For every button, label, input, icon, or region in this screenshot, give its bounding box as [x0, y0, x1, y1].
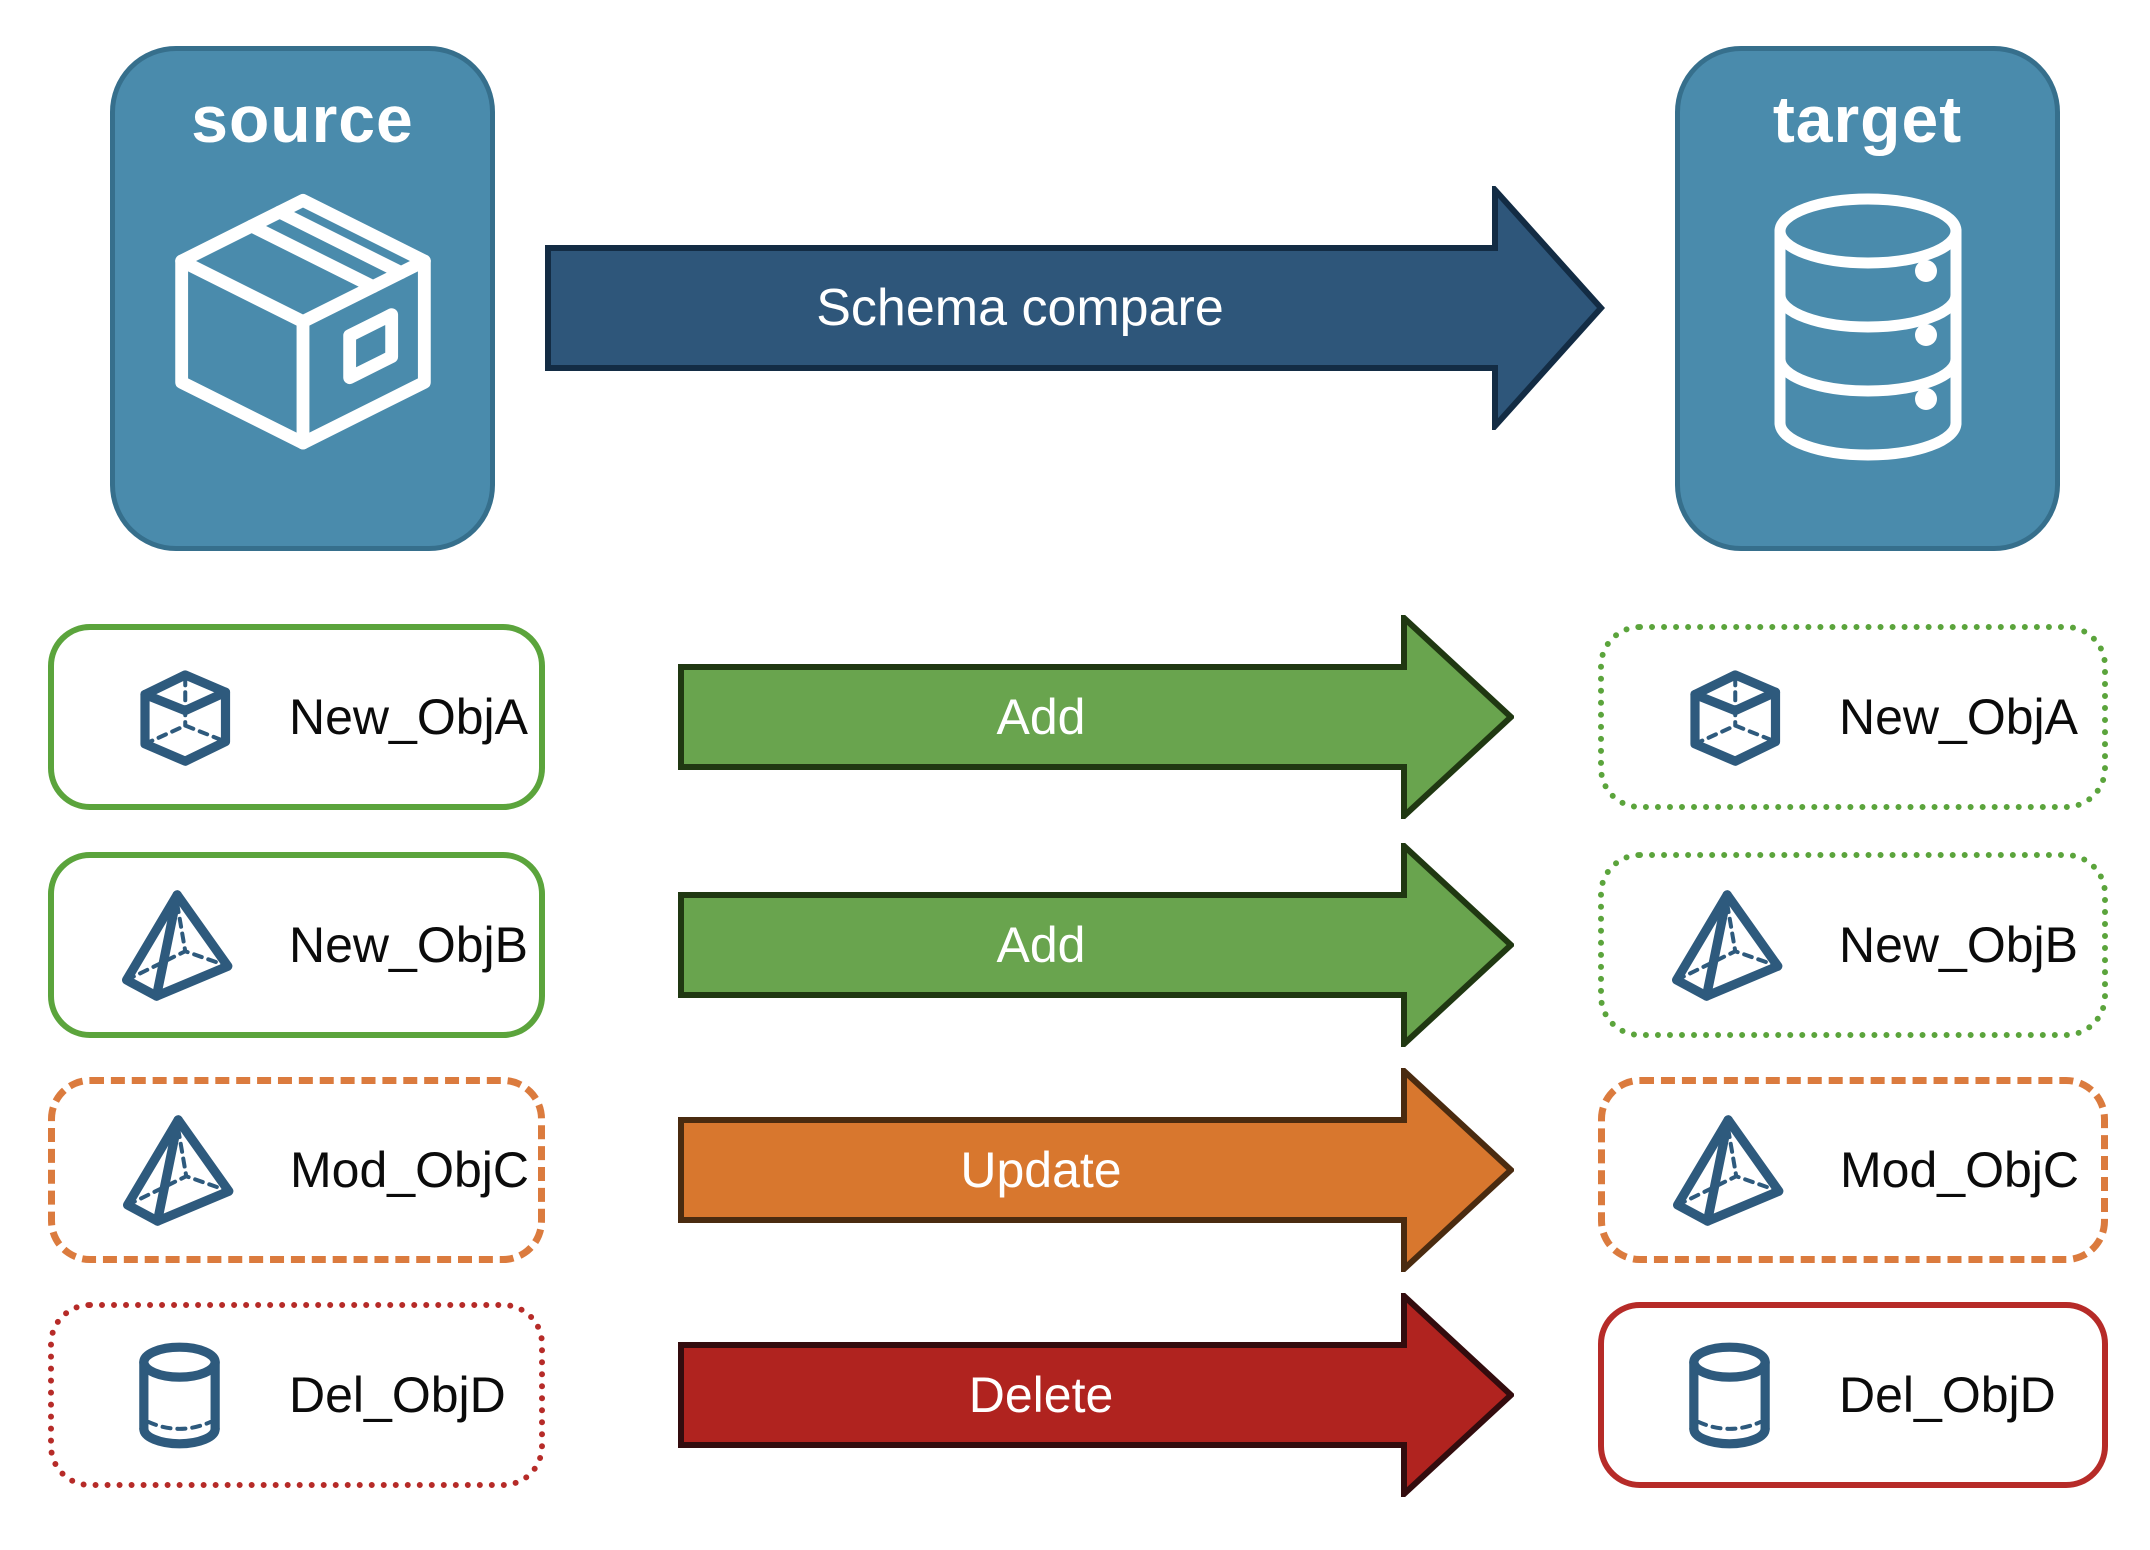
- cylinder-icon: [139, 1342, 220, 1448]
- source-object-card-mod-objc: Mod_ObjC: [48, 1077, 545, 1263]
- add-arrow-row1: [678, 615, 1514, 819]
- update-arrow-label: Update: [960, 1142, 1122, 1198]
- object-label: New_ObjB: [1839, 917, 2078, 973]
- target-title: target: [1772, 82, 1963, 156]
- object-label: Mod_ObjC: [1840, 1142, 2079, 1198]
- target-object-card-del-objd: Del_ObjD: [1598, 1302, 2108, 1488]
- update-arrow: [678, 1068, 1514, 1272]
- cube-icon: [1690, 669, 1781, 766]
- object-label: New_ObjA: [289, 689, 528, 745]
- add-arrow-label-row1: Add: [996, 689, 1086, 745]
- package-icon: [174, 193, 431, 450]
- target-object-card-new-obja: New_ObjA: [1598, 624, 2108, 810]
- schema-compare-label: Schema compare: [816, 279, 1224, 337]
- database-icon: [1774, 193, 1961, 461]
- target-box: target: [1675, 46, 2060, 551]
- cube-icon: [140, 669, 231, 766]
- object-label: Del_ObjD: [289, 1367, 506, 1423]
- source-object-card-new-obja: New_ObjA: [48, 624, 545, 810]
- cylinder-icon: [1689, 1342, 1770, 1448]
- source-object-card-del-objd: Del_ObjD: [48, 1302, 545, 1488]
- object-label: Del_ObjD: [1839, 1367, 2056, 1423]
- schema-compare-arrow: [545, 186, 1605, 430]
- pyramid-icon: [1673, 1114, 1784, 1226]
- target-object-card-new-objb: New_ObjB: [1598, 852, 2108, 1038]
- object-label: New_ObjA: [1839, 689, 2078, 745]
- pyramid-icon: [1672, 889, 1783, 1001]
- source-object-card-new-objb: New_ObjB: [48, 852, 545, 1038]
- delete-arrow-label: Delete: [968, 1367, 1114, 1423]
- add-arrow-label-row2: Add: [996, 917, 1086, 973]
- source-box: source: [110, 46, 495, 551]
- object-label: New_ObjB: [289, 917, 528, 973]
- add-arrow-row2: [678, 843, 1514, 1047]
- pyramid-icon: [122, 889, 233, 1001]
- source-title: source: [191, 82, 414, 156]
- object-label: Mod_ObjC: [290, 1142, 529, 1198]
- pyramid-icon: [123, 1114, 234, 1226]
- delete-arrow: [678, 1293, 1514, 1497]
- target-object-card-mod-objc: Mod_ObjC: [1598, 1077, 2108, 1263]
